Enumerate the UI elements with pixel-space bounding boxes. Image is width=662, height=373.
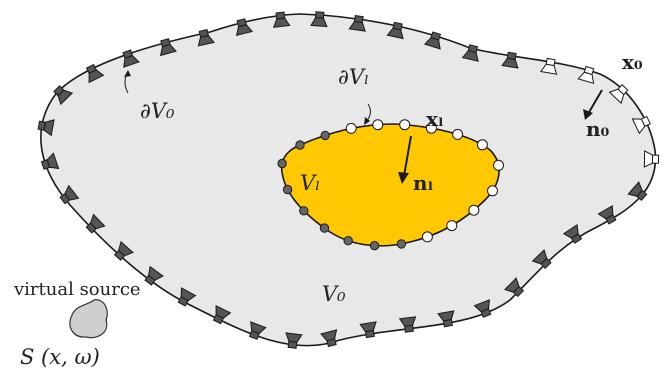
inner-normal-arrowhead: [398, 172, 409, 184]
loudspeaker: [144, 265, 164, 286]
loudspeaker: [310, 11, 328, 28]
loudspeaker: [37, 119, 55, 137]
loudspeaker: [53, 85, 74, 106]
microphone-array: [277, 119, 504, 251]
loudspeaker: [398, 316, 417, 333]
loudspeaker: [437, 310, 455, 328]
loudspeaker: [473, 299, 492, 318]
outer-region-label: V₀: [322, 282, 346, 306]
virtual-source-shape: [69, 299, 108, 339]
loudspeaker: [461, 44, 479, 62]
loudspeaker: [212, 304, 232, 325]
outer-boundary-label: ∂V₀: [140, 99, 175, 123]
loudspeaker: [501, 51, 519, 69]
loudspeaker-inactive: [539, 57, 558, 75]
loudspeaker: [85, 213, 106, 234]
loudspeaker-inactive: [577, 65, 595, 85]
virtual-source-caption: virtual source: [13, 279, 141, 300]
loudspeaker: [562, 224, 583, 244]
loudspeaker: [177, 287, 197, 307]
virtual-source-function: S (x, ω): [20, 345, 100, 369]
loudspeaker: [597, 205, 617, 225]
microphone-inactive: [369, 241, 380, 251]
loudspeaker: [627, 181, 648, 201]
loudspeaker: [197, 29, 215, 47]
microphone: [476, 139, 488, 151]
loudspeaker: [113, 240, 134, 261]
inner-boundary-pointer-head: [364, 117, 370, 125]
loudspeaker: [159, 38, 177, 57]
microphone-inactive: [282, 184, 293, 195]
loudspeaker: [423, 31, 442, 50]
loudspeaker: [348, 15, 366, 32]
microphone-inactive: [396, 239, 407, 249]
microphone: [425, 122, 437, 134]
loudspeaker: [320, 329, 338, 348]
loudspeaker-inactive: [631, 115, 651, 135]
microphone-inactive: [277, 158, 287, 169]
loudspeaker: [85, 63, 105, 84]
microphone: [487, 185, 498, 197]
inner-normal-arrow: [403, 135, 412, 177]
loudspeaker: [122, 49, 140, 68]
microphone-inactive: [299, 206, 309, 216]
microphone-inactive: [295, 140, 305, 150]
inner-normal-label: nₗ: [413, 171, 434, 195]
inner-point-label: xₗ: [426, 107, 444, 131]
outer-normal-arrow: [587, 89, 603, 115]
loudspeaker: [504, 277, 525, 298]
loudspeaker: [248, 321, 267, 340]
inner-boundary-label: ∂Vₗ: [338, 65, 369, 89]
microphone-inactive: [319, 223, 330, 233]
loudspeaker: [359, 321, 377, 339]
loudspeaker: [386, 21, 404, 40]
loudspeaker: [285, 332, 303, 349]
microphone: [493, 159, 504, 171]
inner-region-label: Vₗ: [300, 171, 320, 195]
loudspeaker-inactive: [643, 150, 660, 168]
microphone: [468, 204, 480, 216]
microphone: [446, 220, 458, 232]
loudspeaker: [59, 184, 80, 205]
outer-point-label: x₀: [622, 50, 643, 74]
microphone: [345, 122, 357, 134]
loudspeaker: [235, 18, 254, 36]
outer-normal-arrowhead: [583, 109, 593, 120]
microphone-inactive: [343, 236, 353, 246]
microphone: [452, 128, 464, 140]
microphone: [372, 119, 384, 131]
microphone-inactive: [320, 130, 330, 141]
loudspeaker: [272, 11, 291, 28]
loudspeaker-array: [37, 11, 660, 349]
outer-boundary-pointer-head: [124, 70, 131, 77]
outer-normal-label: n₀: [586, 117, 610, 141]
loudspeaker: [40, 152, 60, 170]
microphone: [399, 119, 411, 131]
microphone: [421, 231, 433, 243]
loudspeaker-inactive: [608, 84, 629, 105]
loudspeaker: [531, 249, 552, 270]
